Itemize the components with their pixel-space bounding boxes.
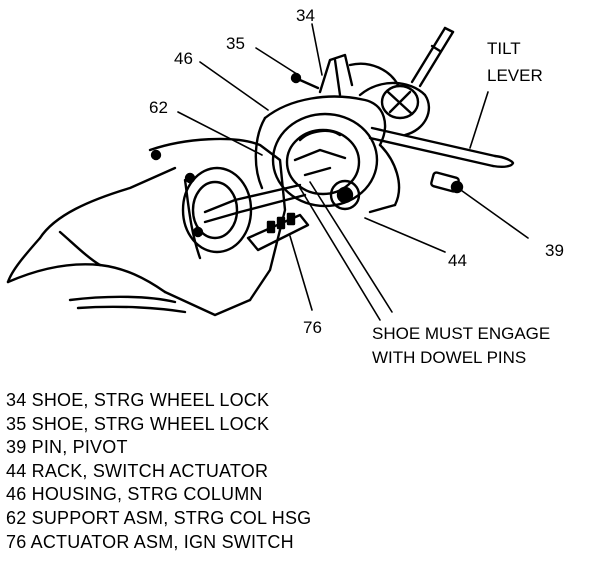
shoe-note-line1: SHOE MUST ENGAGE xyxy=(372,324,550,343)
parts-legend: 34 SHOE, STRG WHEEL LOCK 35 SHOE, STRG W… xyxy=(6,389,311,554)
legend-item: 62 SUPPORT ASM, STRG COL HSG xyxy=(6,507,312,528)
callout-39: 39 xyxy=(545,241,564,260)
legend-item: 39 PIN, PIVOT xyxy=(6,437,128,458)
lock-body xyxy=(290,53,431,214)
callout-62: 62 xyxy=(149,98,168,117)
ignition-switch-actuator xyxy=(246,212,310,252)
callout-34: 34 xyxy=(296,6,315,25)
legend-item: 46 HOUSING, STRG COLUMN xyxy=(6,484,263,505)
callout-44: 44 xyxy=(448,251,467,270)
pivot-pin xyxy=(430,171,464,194)
leader-lines xyxy=(177,23,529,321)
legend-item: 35 SHOE, STRG WHEEL LOCK xyxy=(6,413,270,434)
legend-item: 76 ACTUATOR ASM, IGN SWITCH xyxy=(6,531,294,552)
tilt-label-line2: LEVER xyxy=(487,66,543,85)
tilt-lever xyxy=(368,126,515,168)
tilt-label-line1: TILT xyxy=(487,39,521,58)
shoe-note-line2: WITH DOWEL PINS xyxy=(372,348,526,367)
steering-shaft xyxy=(410,26,455,88)
callout-46: 46 xyxy=(174,49,193,68)
column-housing xyxy=(254,95,387,211)
column-jacket xyxy=(6,166,252,317)
callout-76: 76 xyxy=(303,318,322,337)
legend-item: 34 SHOE, STRG WHEEL LOCK xyxy=(6,390,270,410)
callout-35: 35 xyxy=(226,34,245,53)
legend-item: 44 RACK, SWITCH ACTUATOR xyxy=(6,460,269,481)
